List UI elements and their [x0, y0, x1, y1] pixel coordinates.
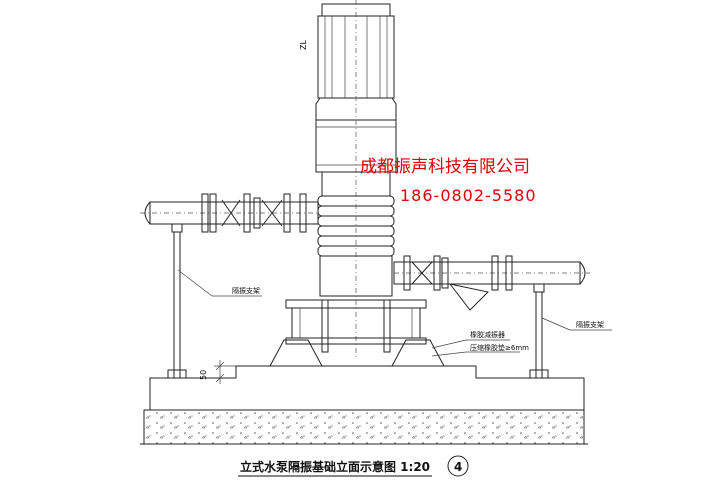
- support-left: [167, 223, 187, 379]
- support-right-label: 隔振支架: [576, 320, 604, 329]
- drawing-number: 4: [454, 460, 462, 474]
- support-right: [529, 283, 549, 379]
- concrete-plinth: [149, 365, 585, 411]
- base-frame: [269, 299, 445, 367]
- pad-label: 压缩橡胶垫≥6mm: [470, 343, 529, 352]
- company-phone: 186-0802-5580: [400, 186, 537, 205]
- drawing-title: 立式水泵隔振基础立面示意图 1:20: [240, 459, 430, 474]
- motor-mark: ZL: [299, 40, 308, 50]
- dim-50-text: 50: [199, 370, 208, 380]
- pump-motor: ZL: [299, 0, 397, 360]
- drawing-number-circle: [447, 455, 469, 477]
- support-left-label: 隔振支架: [232, 286, 260, 295]
- damper-label: 橡胶减振器: [470, 330, 505, 339]
- company-name: 成都振声科技有限公司: [360, 157, 530, 177]
- inlet-pipe: [140, 193, 319, 233]
- outlet-pipe: [393, 255, 590, 311]
- floor-slab: [140, 409, 588, 445]
- leaders: [177, 269, 612, 357]
- dimension-50: 50: [199, 360, 236, 384]
